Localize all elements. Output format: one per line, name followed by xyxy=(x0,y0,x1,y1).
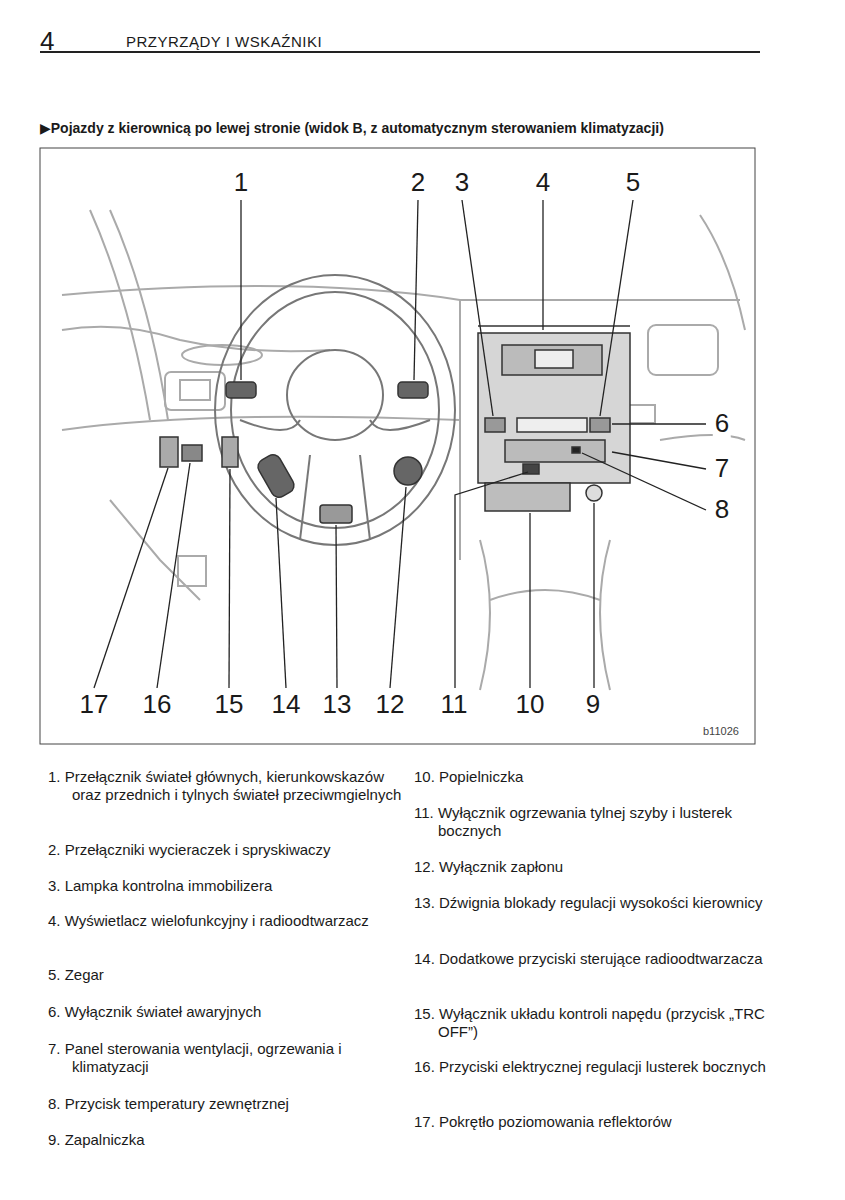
legend-item: 7. Panel sterowania wentylacji, ogrzewan… xyxy=(48,1040,412,1076)
figure-code: b11026 xyxy=(703,725,739,738)
legend-item: 10. Popielniczka xyxy=(414,768,798,786)
legend-item: 11. Wyłącznik ogrzewania tylnej szyby i … xyxy=(414,804,798,840)
callout-number: 4 xyxy=(534,167,552,198)
callout-number: 5 xyxy=(624,167,642,198)
page-number: 4 xyxy=(40,26,54,57)
callout-number: 16 xyxy=(141,689,174,720)
legend-item: 13. Dźwignia blokady regulacji wysokości… xyxy=(414,894,798,912)
callout-number: 2 xyxy=(409,167,427,198)
callout-number: 15 xyxy=(213,689,246,720)
legend-item: 3. Lampka kontrolna immobilizera xyxy=(48,877,412,895)
callout-number: 12 xyxy=(374,689,407,720)
callout-number: 9 xyxy=(584,689,602,720)
steering-wheel xyxy=(215,275,455,545)
leader-lines xyxy=(94,200,706,688)
legend-item: 14. Dodatkowe przyciski sterujące radioo… xyxy=(414,950,798,968)
legend-item: 1. Przełącznik świateł głównych, kierunk… xyxy=(48,768,412,804)
legend-item: 2. Przełączniki wycieraczek i spryskiwac… xyxy=(48,841,412,859)
callout-number: 17 xyxy=(78,689,111,720)
callout-number: 13 xyxy=(321,689,354,720)
legend-item: 4. Wyświetlacz wielofunkcyjny i radioodt… xyxy=(48,912,412,930)
dashboard-drawing xyxy=(62,210,745,690)
legend-item: 17. Pokrętło poziomowania reflektorów xyxy=(414,1113,798,1131)
center-console xyxy=(478,326,630,511)
header-rule xyxy=(40,51,760,53)
callout-number: 6 xyxy=(713,408,731,439)
callout-number: 14 xyxy=(270,689,303,720)
callout-number: 7 xyxy=(713,453,731,484)
callout-number: 11 xyxy=(439,689,470,720)
legend-item: 15. Wyłącznik układu kontroli napędu (pr… xyxy=(414,1005,798,1041)
legend-item: 8. Przycisk temperatury zewnętrznej xyxy=(48,1095,412,1113)
legend-item: 12. Wyłącznik zapłonu xyxy=(414,858,798,876)
chapter-header: PRZYRZĄDY I WSKAŹNIKI xyxy=(126,33,322,51)
callout-number: 10 xyxy=(514,689,547,720)
legend-item: 6. Wyłącznik świateł awaryjnych xyxy=(48,1003,412,1021)
legend-item: 9. Zapalniczka xyxy=(48,1131,412,1149)
callout-number: 3 xyxy=(453,167,471,198)
figure-frame xyxy=(40,148,755,744)
legend-item: 5. Zegar xyxy=(48,966,412,984)
callout-number: 8 xyxy=(713,494,731,525)
callout-number: 1 xyxy=(232,167,250,198)
legend-item: 16. Przyciski elektrycznej regulacji lus… xyxy=(414,1058,798,1076)
section-heading: ▶Pojazdy z kierownicą po lewej stronie (… xyxy=(40,120,664,137)
